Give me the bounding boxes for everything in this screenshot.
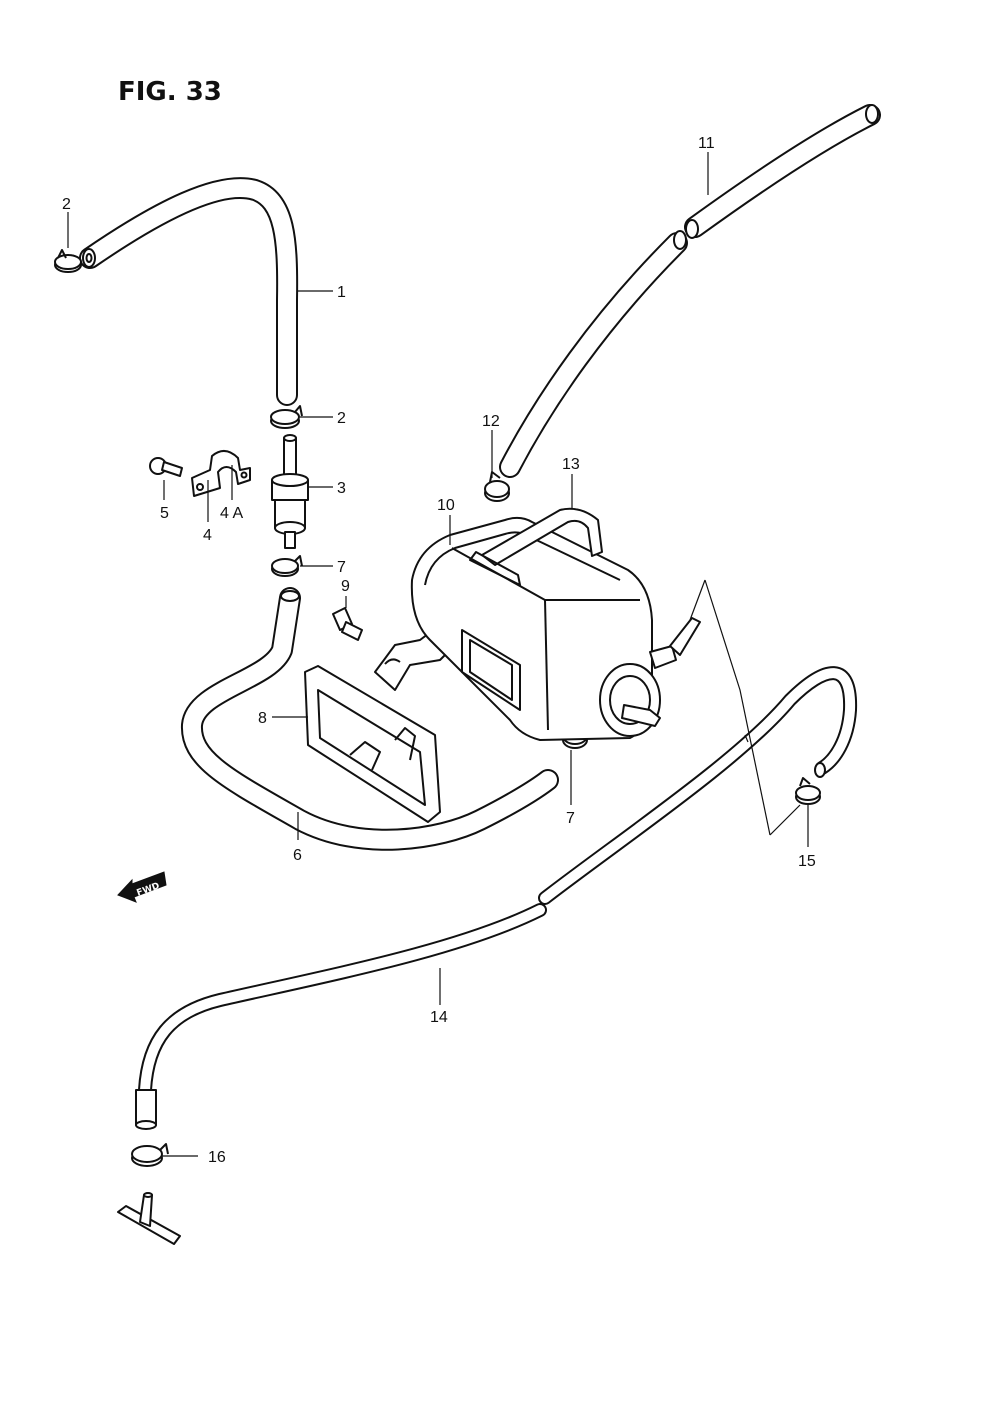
clamp-part-2-left [54,249,82,273]
callout-5: 5 [160,505,169,522]
callout-9: 9 [341,578,350,595]
hose-part-6 [181,587,559,851]
callout-11: 11 [698,135,715,152]
hose-part-11 [499,104,881,478]
hose-part-14 [135,666,858,1130]
bracket-part-4 [191,450,251,497]
callout-4a: 4 A [220,505,243,522]
clamp-part-2-middle [270,405,303,429]
callout-2-left: 2 [62,196,71,213]
callout-16: 16 [208,1149,226,1166]
mounting-bracket-part-8 [304,624,461,823]
callout-10: 10 [437,497,455,514]
filter-part-3 [271,434,309,549]
callout-2-middle: 2 [337,410,346,427]
t-joint [117,1192,181,1245]
callout-labels: 2 1 2 3 5 4 A 4 7 9 8 6 7 10 13 12 11 14… [62,135,816,1166]
bolt-part-5 [149,457,183,477]
callout-4: 4 [203,527,212,544]
callout-12: 12 [482,413,500,430]
callout-6: 6 [293,847,302,864]
callout-1: 1 [337,284,346,301]
callout-7-lower: 7 [566,810,575,827]
clamp-part-16 [131,1143,169,1167]
clamp-part-7-upper [271,555,303,577]
callout-8: 8 [258,710,267,727]
callout-14: 14 [430,1009,448,1026]
callout-3: 3 [337,480,346,497]
fwd-arrow-icon: FWD [117,871,167,903]
clamp-part-15 [795,777,821,805]
figure-title: FIG. 33 [118,77,222,107]
callout-7-upper: 7 [337,559,346,576]
canister-part-10 [410,516,701,741]
callout-leaders [67,152,809,1157]
bolt-part-9 [332,607,363,641]
strap-part-13 [469,507,603,586]
callout-13: 13 [562,456,580,473]
reference-lines [689,579,801,836]
callout-15: 15 [798,853,816,870]
hose-part-1 [79,177,299,406]
